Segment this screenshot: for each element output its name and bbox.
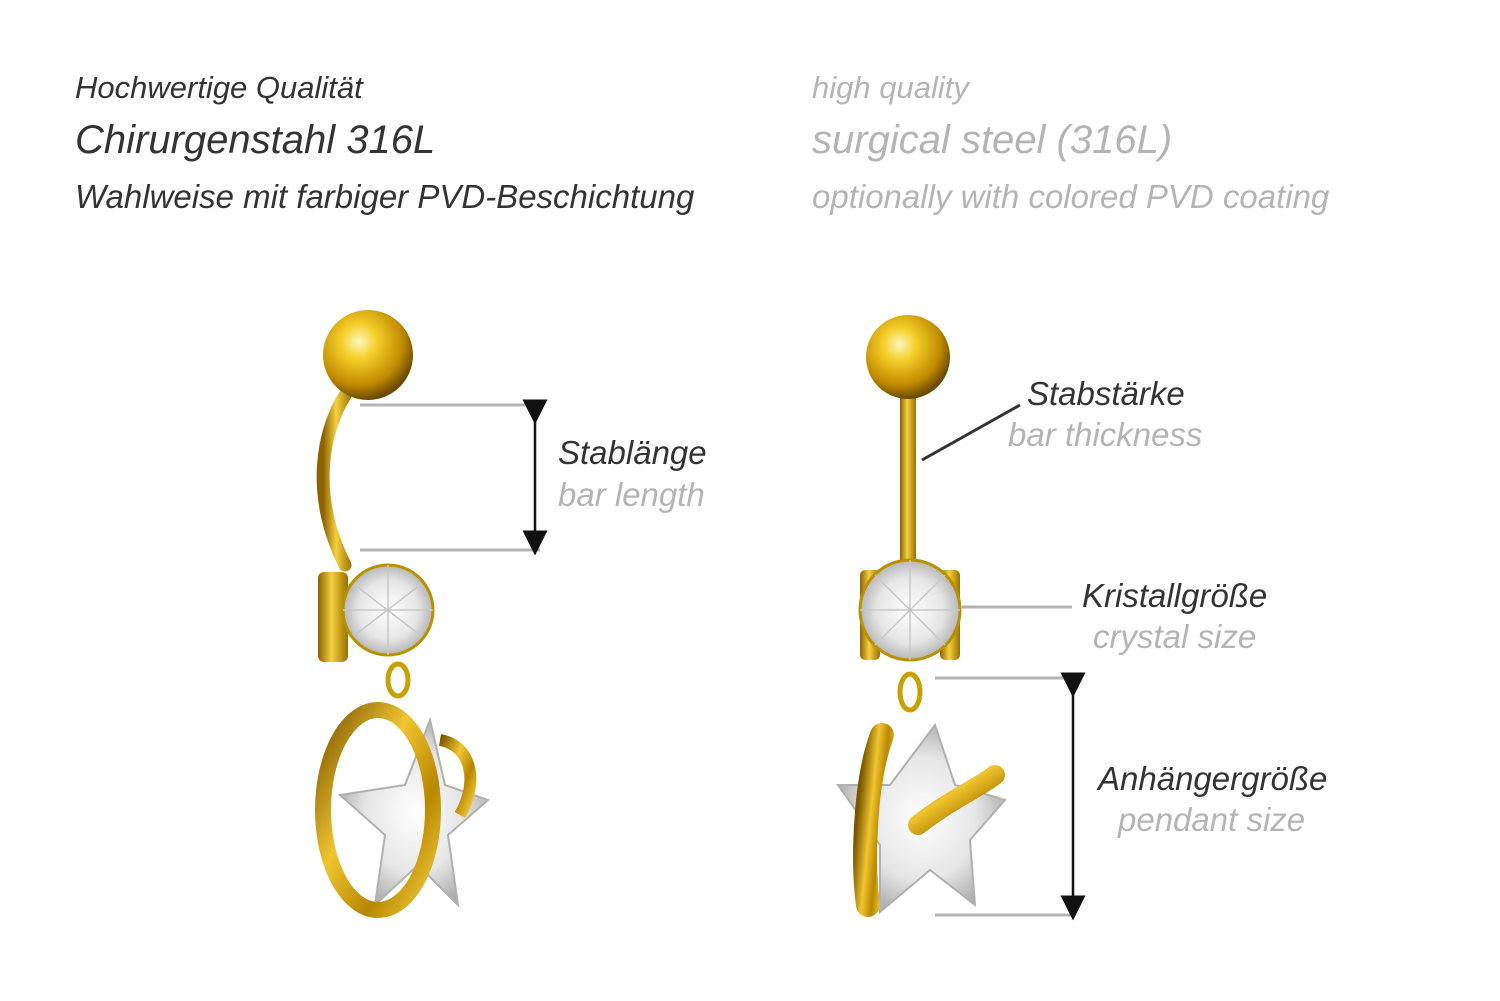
label-pendant-size-en: pendant size (1118, 801, 1306, 838)
straight-bar (900, 385, 916, 570)
header-de-coating: Wahlweise mit farbiger PVD-Beschichtung (75, 178, 695, 215)
label-bar-length-en: bar length (558, 476, 705, 513)
header-en-coating: optionally with colored PVD coating (812, 178, 1330, 215)
pendant-size-measure (935, 672, 1086, 921)
label-bar-length-de: Stablänge (558, 434, 707, 471)
header-de-material: Chirurgenstahl 316L (75, 118, 436, 162)
label-crystal-size-en: crystal size (1093, 618, 1257, 655)
label-pendant-size-de: Anhängergröße (1098, 760, 1328, 797)
gold-ring (315, 702, 441, 918)
header-en-material: surgical steel (316L) (812, 118, 1173, 162)
left-piercing (315, 310, 490, 918)
top-ball (323, 310, 413, 400)
header-en-quality: high quality (812, 70, 969, 105)
label-crystal-size-de: Kristallgröße (1082, 577, 1268, 614)
top-ball-right (866, 315, 950, 399)
label-bar-thickness-de: Stabstärke (1027, 375, 1185, 412)
label-bar-thickness-en: bar thickness (1008, 416, 1203, 453)
gold-band (853, 723, 894, 917)
curved-bar (316, 378, 359, 572)
header-de-quality: Hochwertige Qualität (75, 70, 363, 105)
bar-length-measure (360, 399, 548, 556)
bar-thickness-measure (921, 403, 1021, 462)
right-piercing (836, 315, 1007, 917)
